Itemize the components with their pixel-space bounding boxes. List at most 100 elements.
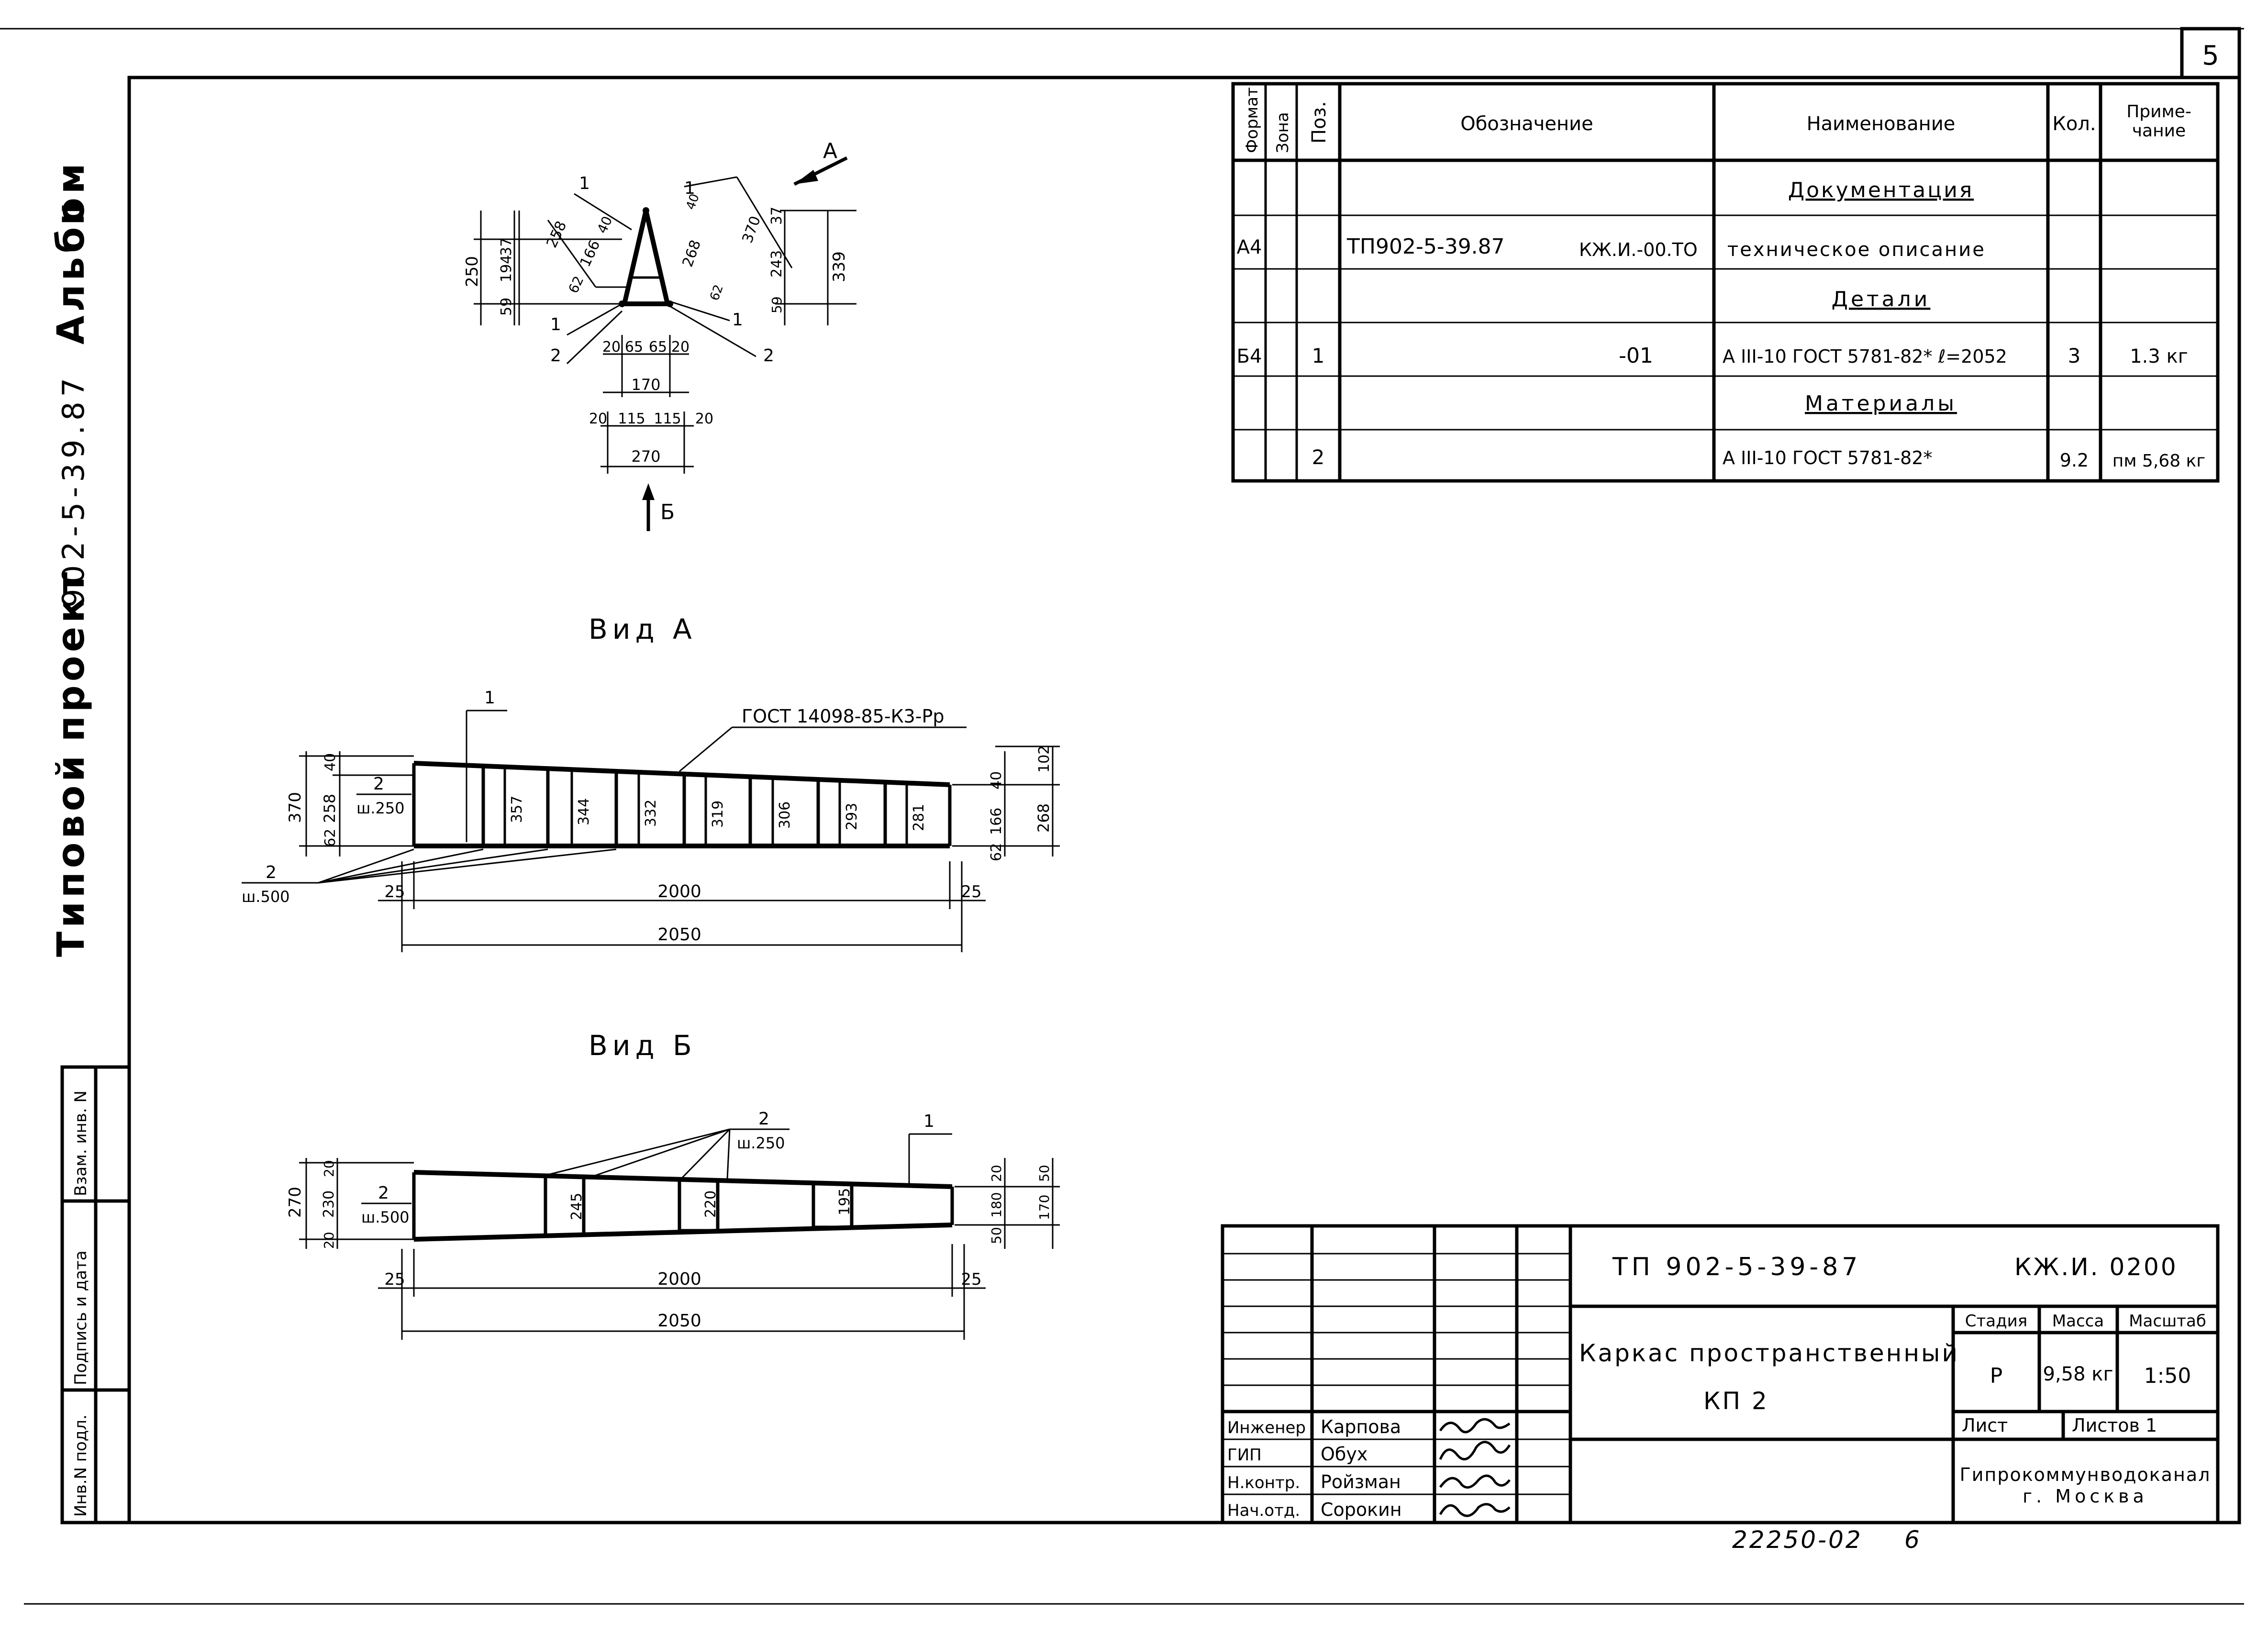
view-arrow-b-head — [642, 483, 655, 500]
view-b-len-inner: 2000 — [657, 1269, 701, 1289]
tb-project-code: ТП 902-5-39-87 — [1612, 1253, 1861, 1281]
view-b-right-170: 170 — [1036, 1195, 1052, 1220]
view-arrow-b-label: Б — [660, 500, 675, 524]
sec-dim-62-right: 62 — [707, 283, 726, 302]
sheet-number: 5 — [2202, 40, 2219, 71]
tb-role-norm: Н.контр. — [1227, 1473, 1300, 1492]
sec-label-1-right: 1 — [732, 310, 743, 330]
view-b-left-20-bottom: 20 — [321, 1232, 337, 1249]
sec-dim-268: 268 — [679, 238, 704, 269]
view-a-left-40: 40 — [322, 753, 339, 771]
view-a-pos2-bottom-spacing: ш.500 — [242, 888, 290, 906]
tb-name-line2: КП 2 — [1703, 1387, 1769, 1415]
footer-sheet: 6 — [1904, 1526, 1920, 1554]
spec-detail-designation: -01 — [1619, 344, 1653, 368]
sec-dim-250: 250 — [463, 256, 482, 287]
view-a-stirrup-344: 344 — [576, 798, 592, 825]
sec-dim-166: 166 — [577, 238, 604, 270]
sec-dim-170: 170 — [631, 376, 660, 394]
section-rod-top — [643, 207, 649, 214]
spec-detail-pos: 1 — [1312, 344, 1325, 367]
view-b-right-180: 180 — [989, 1192, 1004, 1218]
spec-header-name: Наименование — [1807, 113, 1956, 135]
spec-section-details: Детали — [1832, 287, 1931, 311]
view-a-right-166: 166 — [988, 808, 1005, 835]
tb-role-gip: ГИП — [1227, 1446, 1262, 1465]
tb-mass-label: Масса — [2052, 1312, 2104, 1331]
side-stamp: Инв.N подл. Подпись и дата Взам. инв. N — [60, 1065, 131, 1524]
tb-name-engineer: Карпова — [1321, 1416, 1401, 1437]
view-a-stirrup-293: 293 — [844, 803, 860, 830]
spec-detail-note: 1.3 кг — [2130, 345, 2188, 367]
view-a-stirrup-306: 306 — [777, 801, 793, 829]
view-a-stirrup-332: 332 — [643, 800, 659, 827]
sec-dim-20-d: 20 — [695, 411, 713, 427]
sec-dim-20-b: 20 — [671, 339, 689, 356]
view-a-end-right: 25 — [961, 882, 981, 901]
tb-role-head: Нач.отд. — [1227, 1501, 1300, 1520]
view-a-left-62: 62 — [322, 829, 339, 847]
spec-doc-designation: ТП902-5-39.87 — [1346, 234, 1505, 259]
tb-scale-label: Масштаб — [2129, 1312, 2206, 1331]
sec-dim-59: 59 — [498, 298, 515, 316]
spec-header-note-1: Приме- — [2126, 102, 2191, 122]
spec-header-pos: Поз. — [1308, 101, 1330, 144]
spec-material-pos: 2 — [1312, 445, 1325, 469]
view-a-right-102: 102 — [1036, 745, 1053, 773]
footer-number: 22250-02 — [1732, 1526, 1863, 1554]
sec-label-2-right: 2 — [763, 346, 774, 366]
cross-section-view: 250 59 194 37 258 62 166 40 268 370 40 6… — [463, 139, 856, 531]
view-arrow-a-head — [794, 170, 818, 184]
spec-detail-format: Б4 — [1237, 345, 1262, 367]
spec-section-documentation: Документация — [1788, 178, 1974, 202]
sec-label-2-left: 2 — [550, 346, 561, 366]
side-stamp-sign: Подпись и дата — [71, 1250, 90, 1385]
tb-sheet-label: Лист — [1962, 1415, 2008, 1436]
view-b-pos2: 2 — [758, 1109, 769, 1129]
view-a-left-370: 370 — [286, 792, 305, 823]
spec-material-name: А III-10 ГОСТ 5781-82* — [1723, 447, 1933, 468]
spec-material-qty: 9.2 — [2060, 450, 2089, 471]
drawing-frame — [127, 76, 2241, 1524]
view-b-stirrup-245: 245 — [568, 1193, 585, 1220]
view-a-right-40: 40 — [988, 771, 1005, 790]
sec-dim-115-b: 115 — [654, 411, 681, 427]
view-b-left-20-top: 20 — [321, 1160, 337, 1177]
view-b-pos2-left: 2 — [378, 1183, 389, 1203]
view-b: Вид Б 245 220 195 2 ш.250 1 2 ш.500 — [286, 1029, 1060, 1340]
section-bar-right — [644, 210, 670, 305]
tb-name-gip: Обух — [1321, 1444, 1367, 1465]
view-b-stirrup-195: 195 — [836, 1188, 853, 1215]
sec-label-1-upper-right: 1 — [684, 178, 695, 198]
spec-header-qty: Кол. — [2052, 113, 2096, 135]
view-a-top-rod — [413, 761, 950, 787]
view-a-len-total: 2050 — [657, 925, 701, 945]
spec-header-designation: Обозначение — [1460, 113, 1593, 135]
view-a: Вид А 357 344 332 319 306 293 281 — [242, 613, 1060, 952]
spec-material-note: пм 5,68 кг — [2112, 451, 2205, 471]
tb-name-norm: Ройзман — [1321, 1471, 1401, 1492]
spec-doc-designation-code: КЖ.И.-00.ТО — [1579, 239, 1698, 260]
spec-doc-format: А4 — [1237, 236, 1262, 258]
tb-name-head: Сорокин — [1321, 1499, 1402, 1520]
view-b-len-total: 2050 — [657, 1311, 701, 1331]
sec-dim-65-b: 65 — [649, 339, 667, 356]
tb-role-engineer: Инженер — [1227, 1418, 1306, 1437]
side-label-typical: Типовой — [50, 752, 93, 957]
sec-dim-65-a: 65 — [625, 339, 643, 356]
spec-header-note-2: чание — [2132, 121, 2186, 141]
view-a-weld-note: ГОСТ 14098-85-К3-Рр — [742, 706, 944, 727]
sec-dim-115-a: 115 — [618, 411, 645, 427]
view-a-stirrup-281: 281 — [911, 804, 927, 831]
tb-org-line2: г. Москва — [2023, 1486, 2148, 1507]
sec-dim-59-right: 59 — [769, 296, 785, 313]
sec-dim-339: 339 — [830, 251, 849, 282]
side-label-album: Альбом — [50, 159, 93, 345]
view-b-left-230: 230 — [321, 1190, 337, 1218]
view-a-pos1: 1 — [484, 688, 495, 708]
sec-dim-370: 370 — [739, 214, 764, 245]
tb-mass: 9,58 кг — [2043, 1363, 2113, 1385]
view-b-pos2-spacing: ш.250 — [737, 1134, 785, 1152]
view-a-title: Вид А — [589, 613, 697, 645]
